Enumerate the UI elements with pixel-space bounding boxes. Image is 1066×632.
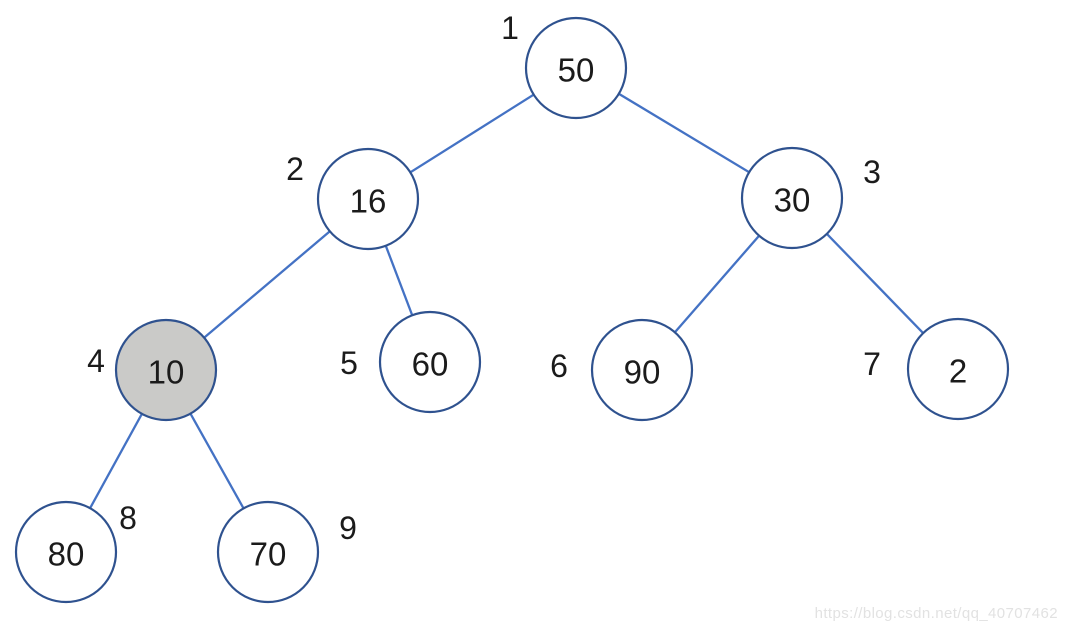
tree-node-index-label-2: 2: [286, 151, 304, 187]
tree-node-index-label-4: 4: [87, 343, 105, 379]
tree-node-circle-3: [740, 146, 844, 250]
tree-node-index-label-9: 9: [339, 510, 357, 546]
tree-node-circle-9: [216, 500, 320, 604]
tree-node-index-label-8: 8: [119, 500, 137, 536]
tree-node-index-label-7: 7: [863, 346, 881, 382]
tree-node-circle-8: [14, 500, 118, 604]
tree-node-circle-1: [524, 16, 628, 120]
tree-node-value-2: 16: [350, 183, 387, 220]
tree-node-circle-6: [590, 318, 694, 422]
tree-node-value-8: 80: [48, 536, 85, 573]
tree-node-circle-4-highlighted: [114, 318, 218, 422]
tree-node-value-1: 50: [558, 52, 595, 89]
tree-node-value-9: 70: [250, 536, 287, 573]
tree-node-value-3: 30: [774, 182, 811, 219]
tree-node-index-label-3: 3: [863, 154, 881, 190]
tree-node-value-4: 10: [148, 354, 185, 391]
watermark-text: https://blog.csdn.net/qq_40707462: [814, 605, 1058, 622]
tree-node-index-label-6: 6: [550, 348, 568, 384]
tree-node-circle-5: [378, 310, 482, 414]
tree-node-circle-7: [906, 317, 1010, 421]
tree-node-value-5: 60: [412, 346, 449, 383]
tree-node-index-label-1: 1: [501, 10, 519, 46]
tree-node-circle-2: [316, 147, 420, 251]
tree-node-value-7: 2: [949, 353, 967, 390]
tree-node-value-6: 90: [624, 354, 661, 391]
tree-node-index-label-5: 5: [340, 345, 358, 381]
